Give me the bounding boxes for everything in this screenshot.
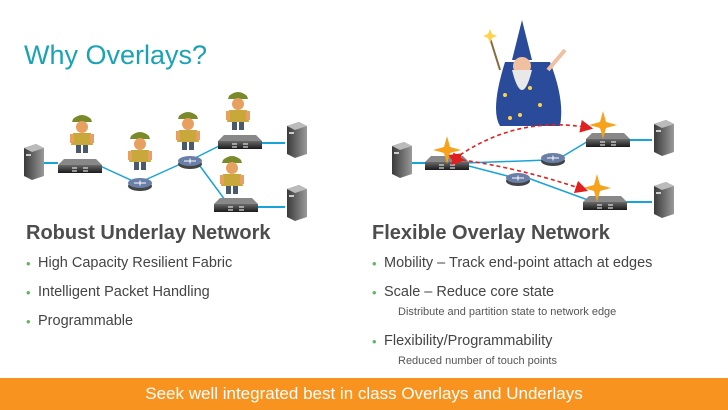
list-item: •Programmable [26, 313, 134, 329]
network-diagrams [24, 20, 674, 221]
switch-icon [213, 197, 259, 213]
server-icon [287, 122, 307, 158]
footer-banner: Seek well integrated best in class Overl… [0, 378, 728, 410]
switch-icon [217, 134, 263, 150]
slide-title: Why Overlays? [24, 40, 208, 70]
router-icon [127, 177, 153, 192]
bullet-icon: • [26, 285, 31, 300]
bullet-icon: • [26, 256, 31, 271]
guard-icon [70, 115, 94, 153]
guard-icon [128, 132, 152, 170]
server-icon [287, 185, 307, 221]
server-icon [654, 182, 674, 218]
router-icon [540, 152, 566, 167]
sub-bullet: Distribute and partition state to networ… [398, 306, 617, 318]
list-item: •Flexibility/Programmability Reduced num… [372, 333, 712, 370]
overlay-bullets: •Mobility – Track end-point attach at ed… [372, 255, 712, 370]
overlay-heading: Flexible Overlay Network [372, 222, 610, 244]
list-item: •Scale – Reduce core state Distribute an… [372, 284, 712, 321]
overlay-diagram [392, 20, 674, 218]
underlay-column: Robust Underlay Network •High Capacity R… [26, 222, 356, 342]
router-icon [505, 172, 531, 187]
underlay-bullets: •High Capacity Resilient Fabric •Intelli… [26, 255, 356, 330]
server-icon [24, 144, 44, 180]
bullet-icon: • [372, 285, 377, 300]
list-item: •Intelligent Packet Handling [26, 284, 210, 300]
bullet-icon: • [372, 256, 377, 271]
list-item: •Mobility – Track end-point attach at ed… [372, 255, 653, 271]
router-icon [177, 155, 203, 170]
switch-icon [582, 195, 628, 211]
overlay-column: Flexible Overlay Network •Mobility – Tra… [372, 222, 712, 382]
guard-icon [176, 112, 200, 150]
guard-icon [226, 92, 250, 130]
server-icon [392, 142, 412, 178]
server-icon [654, 120, 674, 156]
bullet-icon: • [372, 334, 377, 349]
list-item: •High Capacity Resilient Fabric [26, 255, 233, 271]
switch-icon [57, 158, 103, 174]
underlay-diagram [24, 92, 307, 221]
overlay-tunnel-arrow [448, 119, 594, 166]
underlay-heading: Robust Underlay Network [26, 222, 271, 244]
switch-icon [585, 132, 631, 148]
bullet-icon: • [26, 314, 31, 329]
wizard-icon [483, 20, 567, 126]
sub-bullet: Reduced number of touch points [398, 355, 557, 367]
guard-icon [220, 156, 244, 194]
